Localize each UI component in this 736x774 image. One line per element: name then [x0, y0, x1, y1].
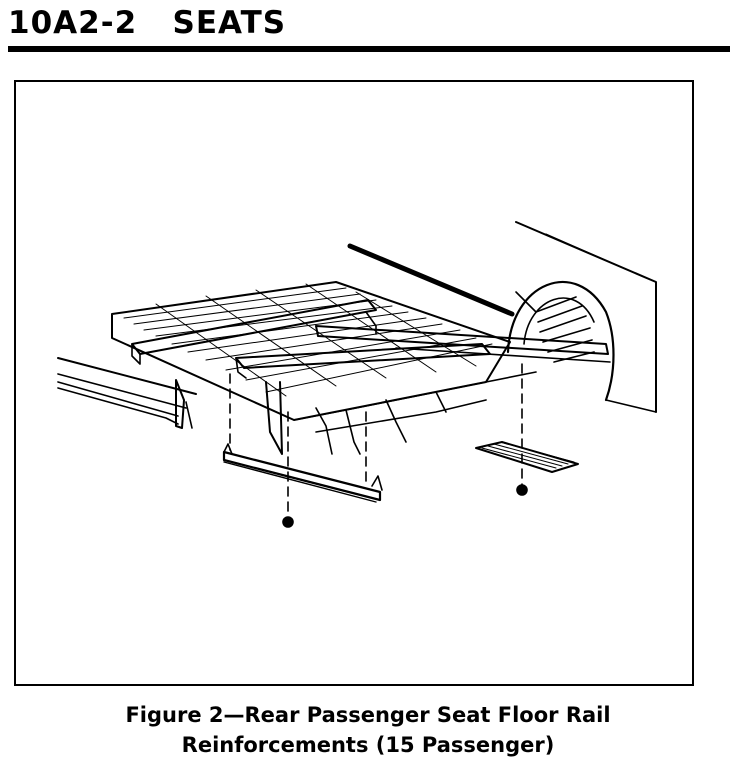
alignment-lines: [229, 363, 523, 515]
figure-caption-line-1: Figure 2—Rear Passenger Seat Floor Rail: [125, 703, 611, 727]
figure-caption-line-2: Reinforcements (15 Passenger): [181, 733, 555, 757]
left-rail-reinforcement: [222, 443, 383, 503]
left-body-sill: [57, 357, 197, 429]
section-title: SEATS: [172, 5, 287, 41]
floor-pan: [111, 281, 511, 421]
seat-floor-rail-illustration: [57, 221, 657, 528]
seat-floor-rails: [131, 299, 611, 379]
section-number: 10A2-2: [8, 5, 138, 41]
figure-frame: [14, 80, 694, 686]
fastener-right: [516, 484, 528, 496]
page-header: 10A2-2 SEATS: [8, 4, 730, 52]
side-wall-stripe: [347, 243, 515, 317]
figure-caption: Figure 2—Rear Passenger Seat Floor Rail …: [0, 700, 736, 760]
right-rail-reinforcement: [475, 441, 579, 473]
under-floor-crossmembers: [265, 371, 537, 455]
page-title: 10A2-2 SEATS: [8, 4, 730, 42]
fastener-left: [282, 516, 294, 528]
header-rule: [8, 46, 730, 52]
van-body-panel: [515, 221, 657, 413]
